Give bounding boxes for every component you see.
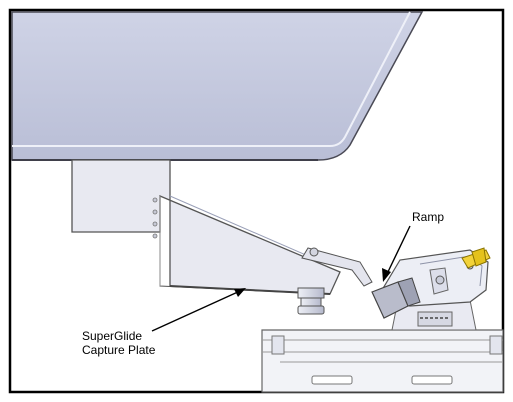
capture-plate-callout: SuperGlide Capture Plate [82, 288, 246, 357]
fifth-wheel-hitch [261, 247, 504, 393]
bolt-holes [152, 197, 158, 239]
release-handle [461, 247, 491, 269]
king-pin [297, 287, 325, 315]
ramp-arrowhead [382, 268, 391, 282]
capture-plate-label-line2: Capture Plate [82, 343, 156, 357]
capture-plate-label-line1: SuperGlide [82, 329, 142, 343]
ramp [371, 277, 421, 319]
capture-plate-arrowhead [234, 288, 246, 297]
ramp-leader-line [385, 225, 411, 277]
capture-plate-leader-line [151, 290, 241, 332]
ramp-callout: Ramp [382, 210, 444, 282]
ramp-label: Ramp [412, 210, 444, 224]
link-arm [301, 247, 373, 287]
